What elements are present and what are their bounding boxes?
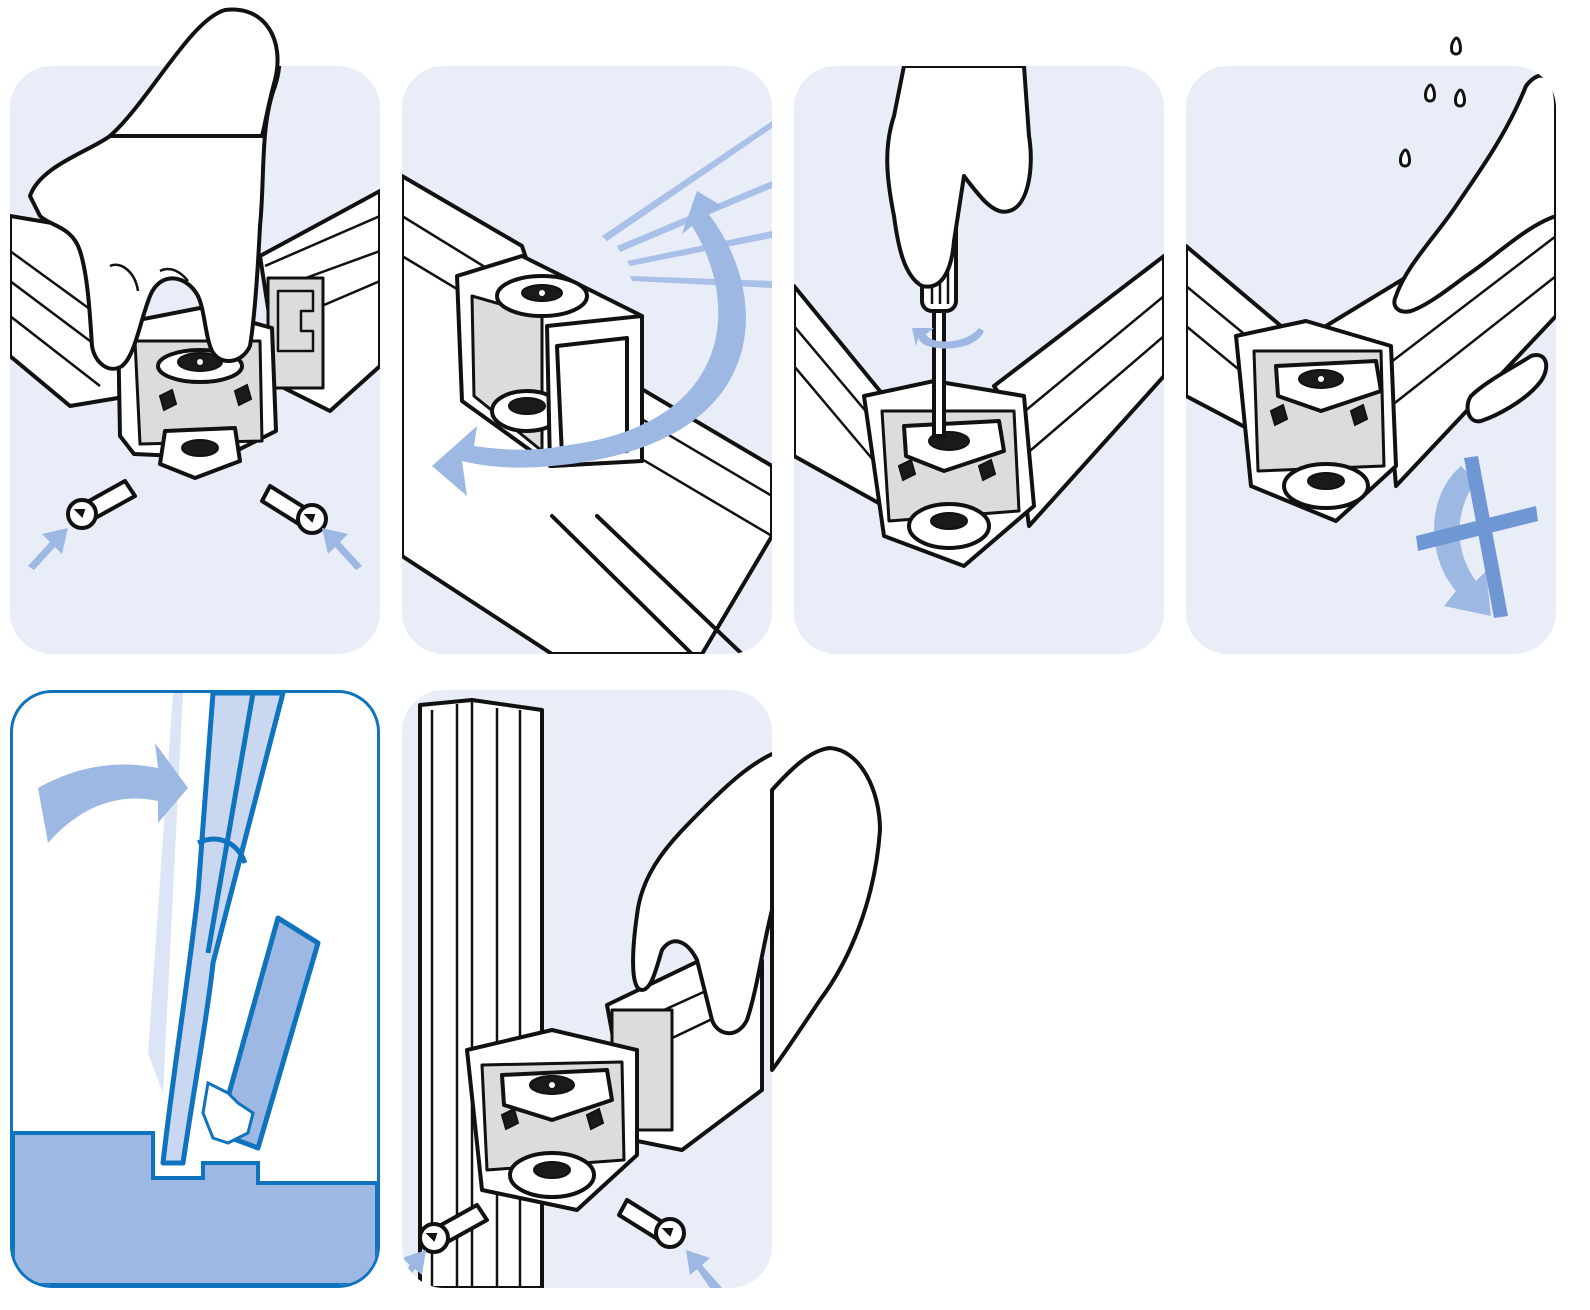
motion-lines-icon [602, 121, 772, 288]
step-panel-attach-to-upright [402, 690, 772, 1288]
insert-arrow-icon [322, 528, 362, 570]
rotation-arrow-icon [912, 328, 984, 349]
screw-icon [260, 484, 328, 535]
corner-connector-icon [455, 254, 644, 468]
blade-icon [160, 693, 286, 1166]
step-panel-anchor-cuts-groove [10, 690, 380, 1288]
step-panel-insert-connector [10, 66, 380, 654]
corner-connector-icon [465, 1028, 639, 1212]
push-arrow-icon [38, 743, 188, 843]
step-panel-rotate-profile [402, 66, 772, 654]
corner-connector-icon [1234, 319, 1398, 523]
no-rotation-icon [1416, 456, 1538, 618]
hand-icon [770, 746, 882, 1072]
corner-connector-icon [862, 379, 1036, 568]
insert-arrow-icon [402, 1250, 426, 1288]
groove-icon [13, 1131, 377, 1285]
rotation-arrow-icon [432, 191, 746, 496]
hand-icon [1392, 73, 1556, 314]
screw-icon [66, 479, 137, 530]
sweat-drops-icon [1450, 36, 1462, 56]
hand-icon [631, 751, 772, 1036]
insert-arrow-icon [28, 528, 68, 570]
screw-icon [617, 1198, 686, 1249]
chips-icon [201, 1080, 255, 1145]
step-panel-tighten-screw [794, 66, 1164, 654]
insert-arrow-icon [686, 1250, 722, 1288]
step-panel-check-connection [1186, 66, 1556, 654]
sweat-drops-icon [1399, 83, 1466, 168]
hand-icon [885, 66, 1033, 289]
screw-icon [418, 1203, 489, 1254]
hand-icon [28, 66, 282, 371]
